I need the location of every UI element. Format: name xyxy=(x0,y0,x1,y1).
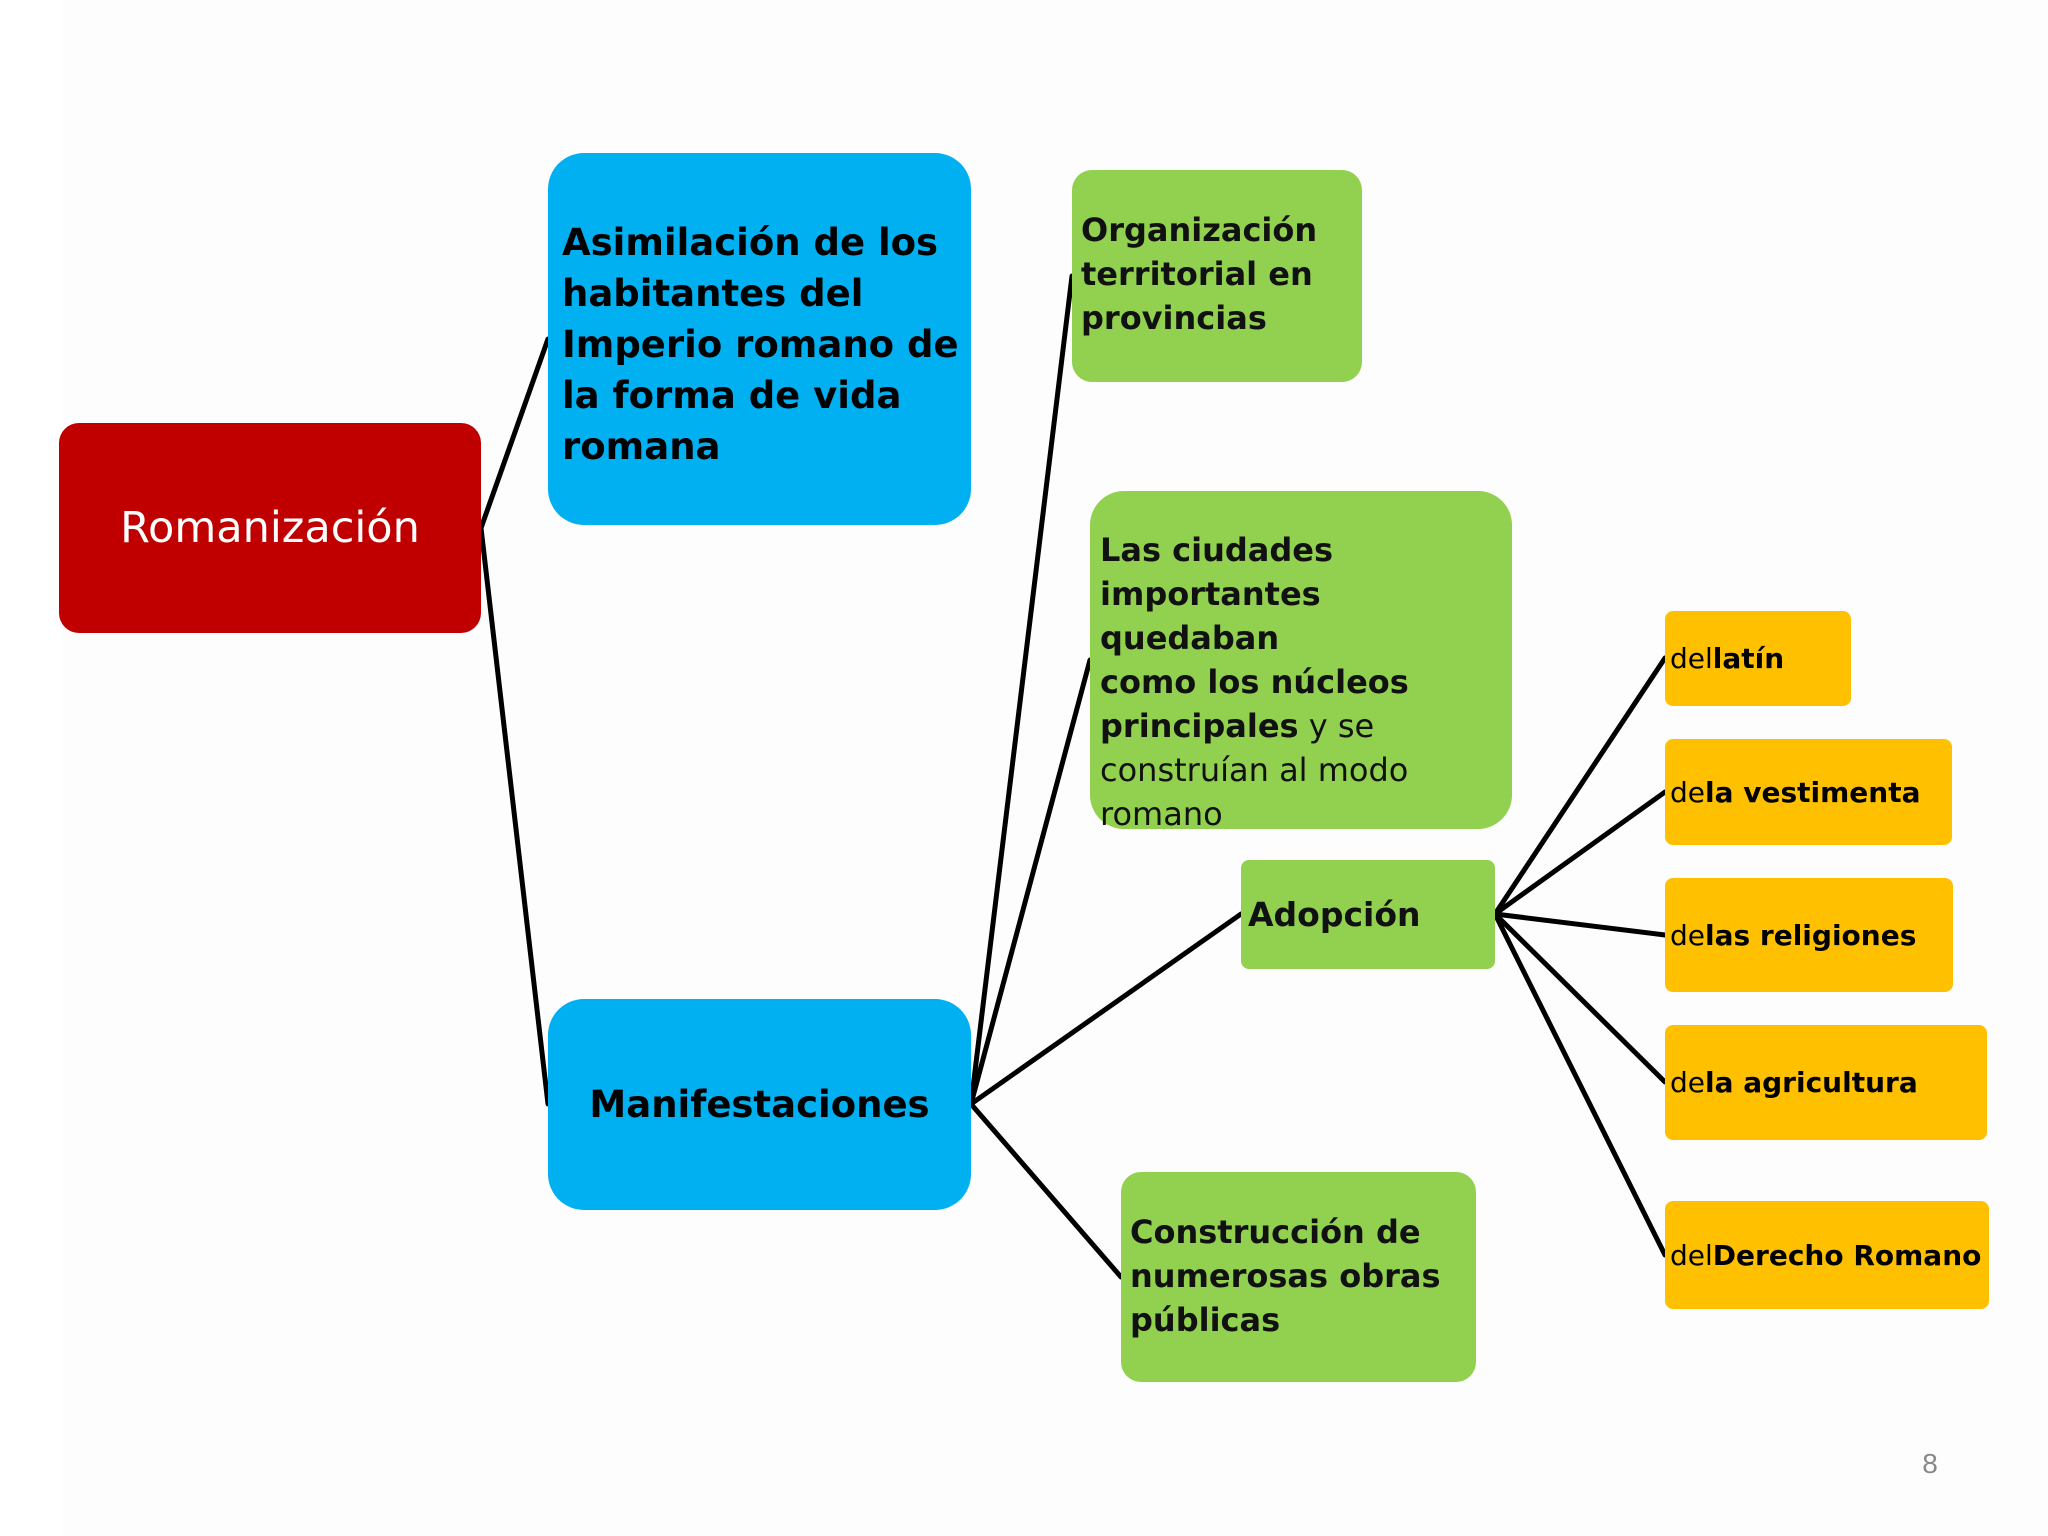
connector-root-manifestations xyxy=(478,525,551,1107)
node-line: importantes quedaban xyxy=(1100,575,1321,657)
node-line: Organización xyxy=(1081,211,1318,249)
adopcion-item-vestimenta: de la vestimenta xyxy=(1665,739,1952,845)
adopcion-item-term: latín xyxy=(1712,642,1785,675)
node-organizacion-territorial: Organización territorial en provincias xyxy=(1072,170,1362,382)
node-line-mixed: principales y se xyxy=(1100,704,1504,748)
definition-node: Asimilación de los habitantes del Imperi… xyxy=(548,153,971,525)
adopcion-item-prefix: de xyxy=(1670,775,1705,809)
page-number: 8 xyxy=(1922,1448,1938,1479)
node-line-bold-part: principales xyxy=(1100,707,1299,745)
manifestations-label: Manifestaciones xyxy=(589,1083,930,1126)
definition-line: Asimilación de los xyxy=(562,221,939,264)
connector-manifestations-construccion xyxy=(968,1101,1124,1280)
node-line: construían al modo xyxy=(1100,751,1409,789)
node-line: provincias xyxy=(1081,299,1267,337)
connector-manifestations-adopcion xyxy=(968,911,1244,1107)
root-node-label: Romanización xyxy=(120,503,420,553)
node-line-plain-part: y se xyxy=(1298,707,1375,745)
adopcion-item-prefix: de xyxy=(1670,918,1705,952)
node-line: numerosas obras xyxy=(1130,1257,1441,1295)
adopcion-item-term: la vestimenta xyxy=(1705,775,1921,809)
node-obras-publicas: Construcción de numerosas obras públicas xyxy=(1121,1172,1476,1382)
adopcion-item-latin: del latín xyxy=(1665,611,1851,706)
adopcion-item-prefix: del xyxy=(1670,1238,1713,1272)
manifestations-node: Manifestaciones xyxy=(548,999,971,1210)
adopcion-item-term: las religiones xyxy=(1705,918,1917,952)
adopcion-item-derecho-romano: del Derecho Romano xyxy=(1665,1201,1989,1309)
definition-line: romana xyxy=(562,425,721,468)
definition-line: la forma de vida xyxy=(562,374,902,417)
definition-line: habitantes del xyxy=(562,272,864,315)
connector-manifestations-organizacion xyxy=(968,273,1075,1107)
node-ciudades-importantes: Las ciudades importantes quedaban como l… xyxy=(1090,491,1512,833)
connector-adopcion-agricultura xyxy=(1492,911,1668,1085)
node-line: Construcción de xyxy=(1130,1213,1421,1251)
connector-adopcion-vestimenta xyxy=(1492,789,1668,917)
adopcion-item-term: Derecho Romano xyxy=(1712,1238,1982,1272)
node-adopcion: Adopción xyxy=(1241,860,1495,969)
adopcion-item-prefix: de xyxy=(1670,1066,1705,1099)
node-line: territorial en xyxy=(1081,255,1313,293)
definition-line: Imperio romano de xyxy=(562,323,959,366)
adopcion-item-term: la agricultura xyxy=(1705,1066,1918,1099)
connector-adopcion-latin xyxy=(1492,655,1668,917)
node-line: romano xyxy=(1100,795,1223,833)
adopcion-item-agricultura: de la agricultura xyxy=(1665,1025,1987,1140)
node-line: Las ciudades xyxy=(1100,531,1334,569)
connector-adopcion-religiones xyxy=(1492,911,1668,938)
adopcion-item-prefix: del xyxy=(1670,642,1713,675)
connector-manifestations-ciudades xyxy=(968,657,1093,1107)
node-line: como los núcleos xyxy=(1100,663,1409,701)
connector-root-definition xyxy=(478,336,551,531)
node-line: públicas xyxy=(1130,1301,1281,1339)
root-node-romanizacion: Romanización xyxy=(59,423,481,633)
connector-adopcion-derecho xyxy=(1492,911,1668,1258)
adopcion-item-religiones: de las religiones xyxy=(1665,878,1953,992)
adopcion-label: Adopción xyxy=(1248,894,1421,934)
